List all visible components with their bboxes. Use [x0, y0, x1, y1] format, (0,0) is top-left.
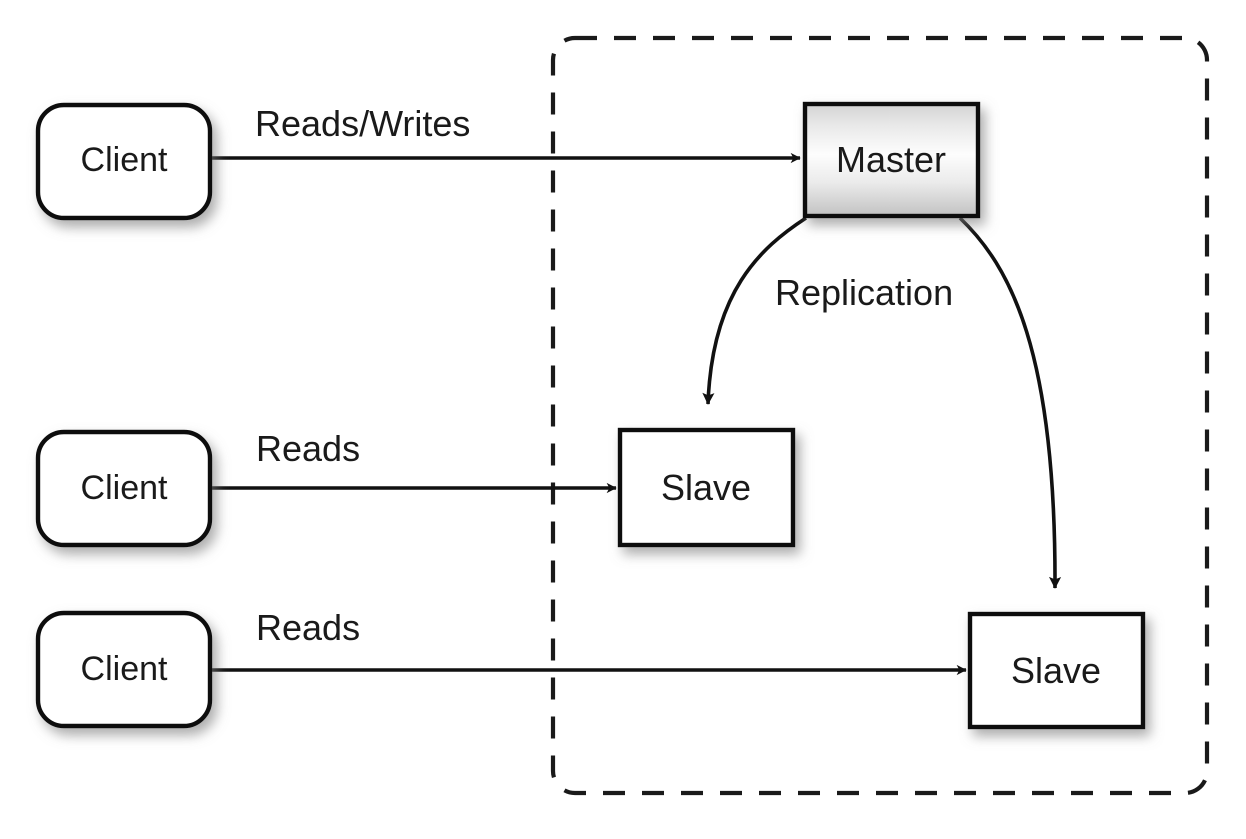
edge-label-replication: Replication — [775, 272, 953, 313]
edge-label-reads-writes: Reads/Writes — [255, 103, 470, 144]
edge-master-to-slave-middle — [702, 216, 807, 405]
node-client-middle[interactable]: Client — [35, 429, 213, 548]
node-client-top[interactable]: Client — [35, 102, 213, 221]
node-client-top-label: Client — [81, 141, 168, 179]
edge-label-reads-middle: Reads — [256, 428, 360, 469]
node-slave-bottom[interactable]: Slave — [967, 611, 1146, 730]
database-cluster-boundary — [550, 35, 1210, 796]
edge-label-reads-bottom: Reads — [256, 607, 360, 648]
node-master-label: Master — [836, 139, 946, 180]
node-master[interactable]: Master — [802, 101, 981, 219]
node-client-middle-label: Client — [81, 469, 168, 507]
node-slave-middle-label: Slave — [661, 467, 751, 508]
node-slave-middle[interactable]: Slave — [617, 427, 796, 548]
edge-master-to-slave-bottom — [958, 216, 1062, 589]
node-client-bottom[interactable]: Client — [35, 610, 213, 729]
node-slave-bottom-label: Slave — [1011, 650, 1101, 691]
node-client-bottom-label: Client — [81, 650, 168, 688]
